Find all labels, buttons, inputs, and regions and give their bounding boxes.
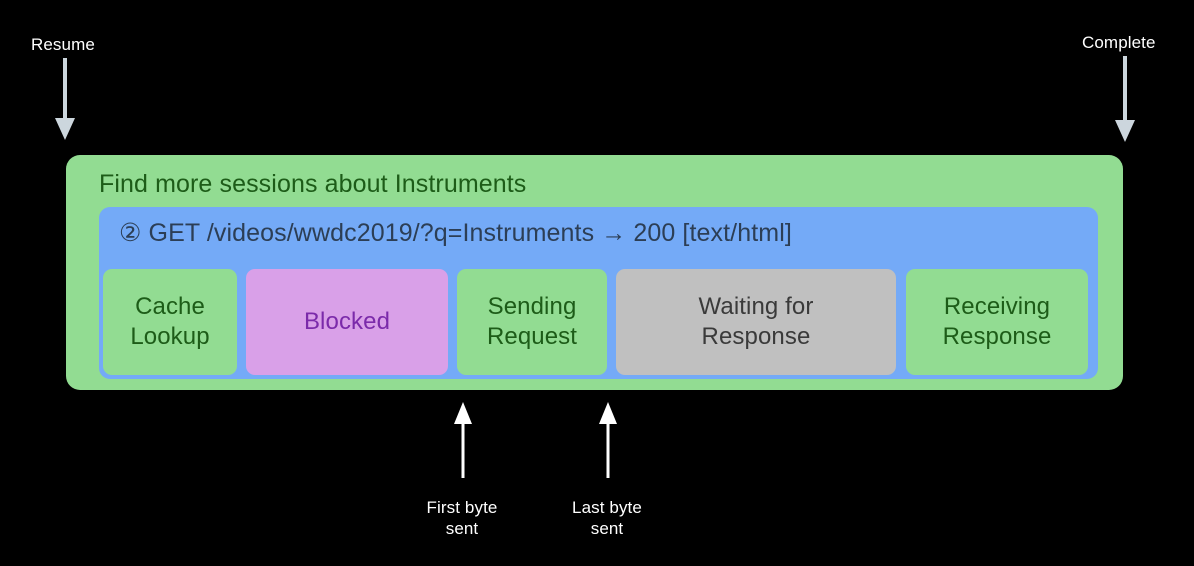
complete-annotation-label: Complete [1082,33,1156,52]
task-title: Find more sessions about Instruments [99,170,527,198]
resume-annotation-label: Resume [31,35,95,54]
phase-blocked[interactable]: Blocked [246,269,448,375]
first-byte-up-arrow-icon [454,402,472,478]
first-byte-annotation-label: First byte sent [426,498,498,538]
phase-sending-request[interactable]: Sending Request [457,269,607,375]
request-phase-bar: Cache Lookup Blocked Sending Request Wai… [103,269,1088,375]
complete-down-arrow-icon [1115,56,1135,142]
phase-cache-lookup[interactable]: Cache Lookup [103,269,237,375]
phase-receiving-response[interactable]: Receiving Response [906,269,1088,375]
last-byte-annotation-label: Last byte sent [572,498,642,538]
request-summary-line: ② GET /videos/wwdc2019/?q=Instruments → … [119,219,792,247]
last-byte-up-arrow-icon [599,402,617,478]
resume-down-arrow-icon [55,58,75,140]
phase-waiting-for-response[interactable]: Waiting for Response [616,269,896,375]
